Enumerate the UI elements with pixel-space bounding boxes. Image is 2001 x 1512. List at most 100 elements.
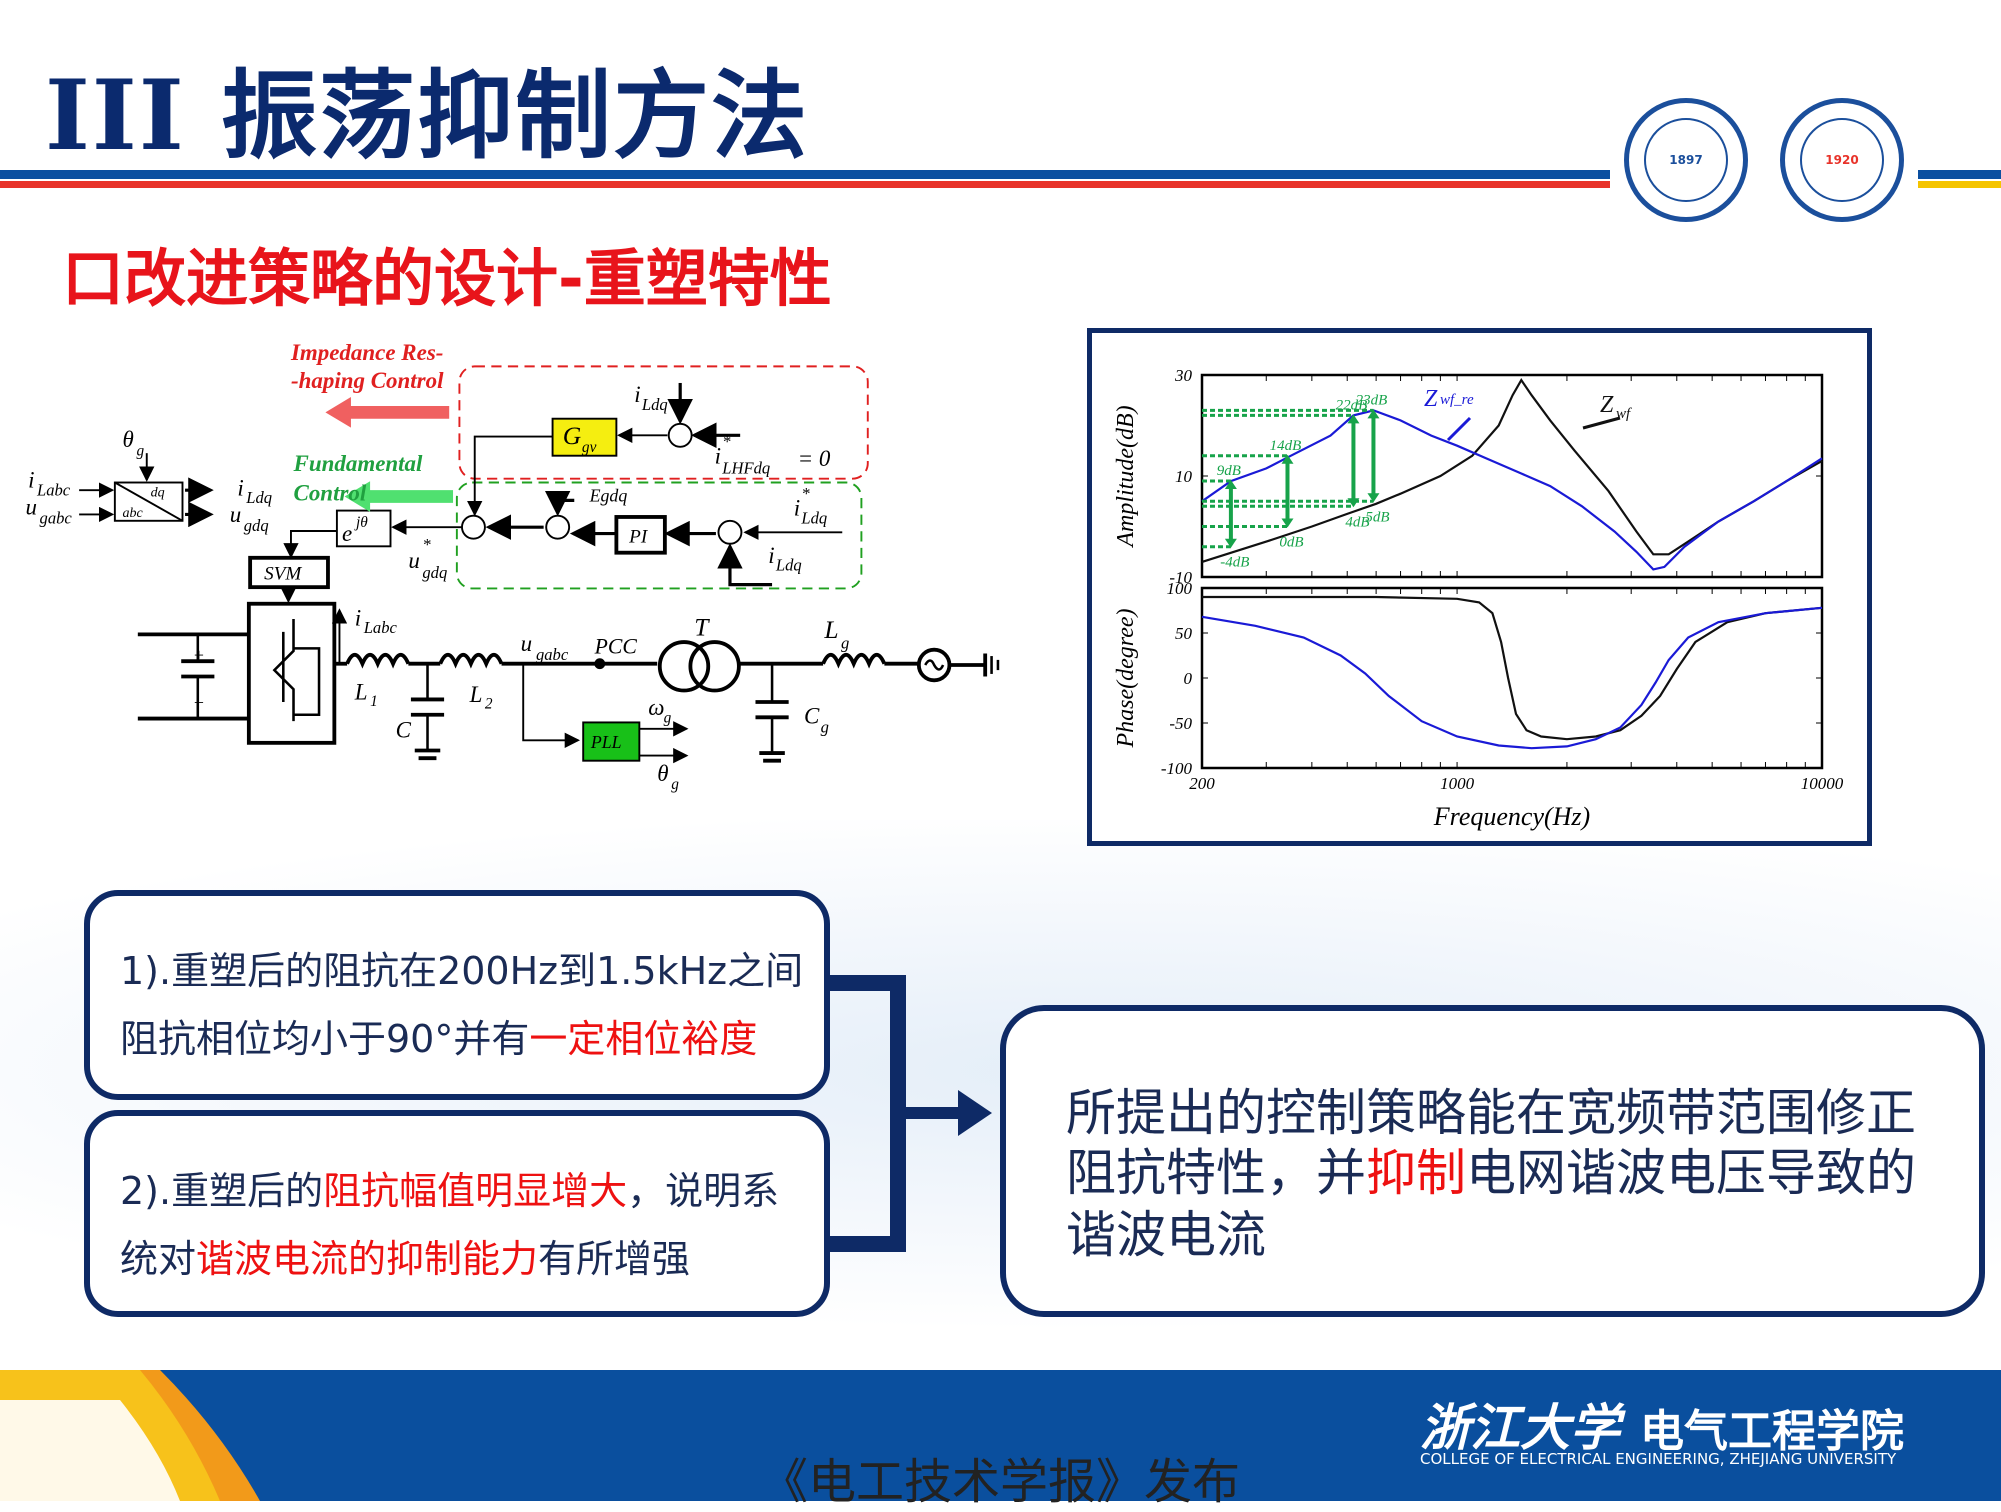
series-label-zwf-re: Z <box>1424 386 1438 412</box>
subscript: gabc <box>536 645 569 664</box>
x-tick-label: 200 <box>1189 774 1215 793</box>
footer-band <box>0 1370 2001 1501</box>
x-tick-label: 1000 <box>1440 774 1475 793</box>
point-1-line-2: 阻抗相位均小于90°并有一定相位裕度 <box>120 1008 757 1063</box>
text-segment: 阻抗特性，并 <box>1066 1144 1366 1202</box>
i-ldq-meas-label: i <box>768 543 774 568</box>
series-label-arrow <box>1582 416 1621 430</box>
conclusion-panel: 所提出的控制策略能在宽频带范围修正 阻抗特性，并抑制电网谐波电压导致的 谐波电流 <box>1000 1005 1985 1317</box>
conclusion-line-1: 所提出的控制策略能在宽频带范围修正 <box>1066 1084 1916 1142</box>
impedance-label-2: -haping Control <box>291 368 444 393</box>
impedance-reshaping-region <box>458 365 869 480</box>
subscript: Ldq <box>775 556 802 575</box>
u-gabc-label: u <box>26 494 37 519</box>
fundamental-label-1: Fundamental <box>293 451 424 476</box>
c-label: C <box>396 718 412 743</box>
l2-label: L <box>469 682 483 707</box>
u-gabc-pcc-label: u <box>521 631 532 656</box>
annotation-label: 23dB <box>1356 392 1388 408</box>
transformer-label: T <box>694 613 710 642</box>
series-label-subscript: wf <box>1616 406 1632 422</box>
highlight-text: 抑制 <box>1366 1144 1466 1202</box>
annotation-label: 22dB <box>1336 397 1368 413</box>
pcc-label: PCC <box>594 635 638 659</box>
page-title: III 振荡抑制方法 <box>45 59 810 172</box>
logo-year: 1897 <box>1669 153 1703 167</box>
pll-label: PLL <box>590 732 622 752</box>
header-stripe-blue-right <box>1918 170 2001 179</box>
series-line-zwf-re <box>1201 409 1823 571</box>
series-label-zwf: Z <box>1600 392 1614 418</box>
annotation-arrowhead <box>1224 538 1237 548</box>
i-labc-label: i <box>28 468 34 493</box>
subscript: g <box>841 633 849 652</box>
equals-zero: = 0 <box>798 446 831 471</box>
subscript: g <box>821 718 829 737</box>
fundamental-label-2: Control <box>294 480 367 505</box>
annotation-label: 0dB <box>1279 535 1303 551</box>
y-tick-label: 30 <box>1174 366 1193 385</box>
y-tick-label: 50 <box>1175 624 1193 643</box>
i-lhf-ref-label: i <box>715 443 721 468</box>
inductor-L2 <box>438 652 504 669</box>
conclusion-line-2: 阻抗特性，并抑制电网谐波电压导致的 <box>1066 1133 1916 1205</box>
series-line-zwf <box>1201 378 1823 563</box>
text-segment: 统对 <box>120 1237 197 1281</box>
annotation-arrowhead <box>1281 518 1294 528</box>
annotation-arrowhead <box>1367 409 1380 419</box>
annotation-arrowhead <box>1281 454 1294 464</box>
theta-g-pll-label: θ <box>657 761 668 786</box>
annotation-label: 9dB <box>1217 463 1241 479</box>
transformer-primary <box>657 640 711 693</box>
subscript: 1 <box>370 693 378 710</box>
sum-junction-main <box>461 514 486 540</box>
egdq-label: Egdq <box>589 486 628 506</box>
subscript: Ldq <box>245 488 272 507</box>
subscript: gdq <box>422 563 447 582</box>
inductor-L1 <box>345 652 411 669</box>
series-label-arrow <box>1446 416 1472 442</box>
u-gdq-ref-label: u <box>408 548 419 573</box>
subscript: LHFdq <box>721 459 770 478</box>
pi-label: PI <box>628 526 649 547</box>
fundamental-control-arrow <box>344 481 454 512</box>
point-1-line-1: 1).重塑后的阻抗在200Hz到1.5kHz之间 <box>120 940 803 995</box>
text-segment: ，说明系 <box>627 1169 780 1213</box>
superscript: * <box>422 535 431 554</box>
y-tick-label: 100 <box>1167 579 1193 598</box>
svm-label: SVM <box>264 563 302 584</box>
y-axis-label: Amplitude(dB) <box>1113 405 1139 548</box>
highlight-text: 谐波电流的抑制能力 <box>196 1237 539 1281</box>
y-tick-label: 0 <box>1184 669 1193 688</box>
annotation-label: 5dB <box>1365 509 1389 525</box>
cg-label: C <box>804 704 820 729</box>
section-subtitle: 口改进策略的设计-重塑特性 <box>62 242 832 315</box>
i-ldq-ref-label: i <box>794 496 800 521</box>
subscript: Ldq <box>641 395 668 414</box>
dc-plus-label: + <box>193 645 205 665</box>
logo-year: 1920 <box>1825 153 1859 167</box>
subscript: gdq <box>244 516 269 535</box>
i-ldq-feedback-label: i <box>634 382 640 407</box>
zhejiang-university-logo: 1897 <box>1624 98 1748 222</box>
subscript: gv <box>582 439 597 456</box>
subscript: Ldq <box>800 508 827 527</box>
subscript: Labc <box>363 618 398 637</box>
text-segment: 1).重塑后的阻抗在200Hz到1.5kHz之间 <box>120 949 804 993</box>
x-tick-label: 10000 <box>1801 774 1844 793</box>
point-2-panel: 2).重塑后的阻抗幅值明显增大，说明系 统对谐波电流的抑制能力有所增强 <box>84 1110 830 1317</box>
text-segment: 有所增强 <box>538 1237 691 1281</box>
i-ldq-label: i <box>237 475 243 500</box>
annotation-label: 4dB <box>1345 514 1369 530</box>
text-segment: 2).重塑后的 <box>120 1169 324 1213</box>
lg-label: L <box>823 615 838 644</box>
text-segment: 电网谐波电压导致的 <box>1466 1144 1916 1202</box>
annotation-arrowhead <box>1224 480 1237 490</box>
g-label: G <box>563 421 581 450</box>
college-logo: 1920 <box>1780 98 1904 222</box>
superscript: * <box>722 432 731 451</box>
omega-g-label: ω <box>648 695 664 720</box>
